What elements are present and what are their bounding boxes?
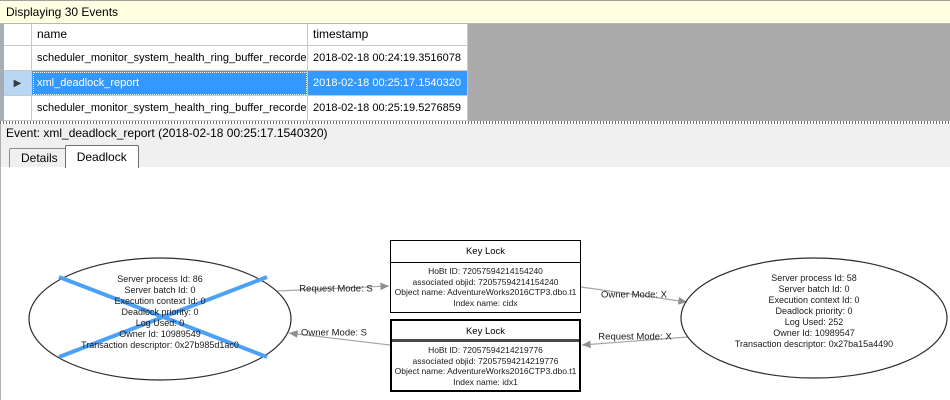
tab-deadlock[interactable]: Deadlock bbox=[64, 145, 139, 168]
resource-title: Key Lock bbox=[391, 241, 580, 263]
edge-owner-x bbox=[580, 286, 688, 305]
current-row-arrow-icon: ▶ bbox=[13, 78, 22, 89]
events-grid: name timestamp scheduler_monitor_system_… bbox=[0, 24, 950, 121]
table-row[interactable]: scheduler_monitor_system_health_ring_buf… bbox=[4, 46, 468, 71]
deadlock-graph bbox=[28, 257, 948, 381]
process-node-survivor bbox=[680, 257, 948, 379]
row-selector-cell[interactable]: ▶ bbox=[4, 71, 32, 96]
row-selector-cell[interactable] bbox=[4, 96, 32, 121]
event-name-cell[interactable]: scheduler_monitor_system_health_ring_buf… bbox=[32, 46, 308, 71]
event-timestamp-cell[interactable]: 2018-02-18 00:25:17.1540320 bbox=[308, 71, 468, 96]
edge-label-owner-s: Owner Mode: S bbox=[301, 327, 367, 339]
survivor-process-details: Server process Id: 58 Server batch Id: 0… bbox=[734, 273, 894, 349]
edge-label-request-s: Request Mode: S bbox=[299, 283, 373, 295]
resource-node-keylock-2: Key Lock HoBt ID: 72057594214219776 asso… bbox=[390, 319, 581, 392]
column-header-timestamp[interactable]: timestamp bbox=[308, 24, 468, 46]
detail-tabstrip: Details Deadlock bbox=[1, 143, 950, 168]
table-row-selected[interactable]: ▶ xml_deadlock_report 2018-02-18 00:25:1… bbox=[4, 71, 468, 96]
row-selector-cell[interactable] bbox=[4, 46, 32, 71]
edge-label-request-x: Request Mode: X bbox=[598, 331, 672, 343]
selected-event-caption: Event: xml_deadlock_report (2018-02-18 0… bbox=[1, 124, 950, 143]
event-timestamp-cell[interactable]: 2018-02-18 00:24:19.3516078 bbox=[308, 46, 468, 71]
column-header-name[interactable]: name bbox=[32, 24, 308, 46]
event-name-cell[interactable]: xml_deadlock_report bbox=[32, 71, 308, 96]
process-node-victim bbox=[28, 257, 292, 381]
event-name-cell[interactable]: scheduler_monitor_system_health_ring_buf… bbox=[32, 96, 308, 121]
pane-splitter[interactable] bbox=[0, 121, 950, 124]
victim-process-details: Server process Id: 86 Server batch Id: 0… bbox=[81, 274, 239, 350]
edge-request-x bbox=[581, 336, 689, 349]
victim-cross-icon bbox=[58, 275, 268, 359]
event-timestamp-cell[interactable]: 2018-02-18 00:25:19.5276859 bbox=[308, 96, 468, 121]
grid-header-row: name timestamp bbox=[4, 24, 468, 46]
deadlock-graph-panel: Server process Id: 86 Server batch Id: 0… bbox=[1, 167, 950, 400]
events-count-banner: Displaying 30 Events bbox=[0, 1, 950, 24]
grid-left-border bbox=[0, 24, 4, 121]
tab-details[interactable]: Details bbox=[9, 148, 70, 167]
edge-owner-s bbox=[288, 330, 391, 346]
table-row[interactable]: scheduler_monitor_system_health_ring_buf… bbox=[4, 96, 468, 121]
event-detail-pane: Event: xml_deadlock_report (2018-02-18 0… bbox=[0, 124, 950, 400]
row-selector-header-cell bbox=[4, 24, 32, 46]
resource-title: Key Lock bbox=[392, 321, 579, 342]
edge-request-s bbox=[276, 282, 390, 292]
resource-node-keylock-1: Key Lock HoBt ID: 72057594214154240 asso… bbox=[390, 240, 581, 313]
edge-label-owner-x: Owner Mode: X bbox=[601, 289, 667, 301]
